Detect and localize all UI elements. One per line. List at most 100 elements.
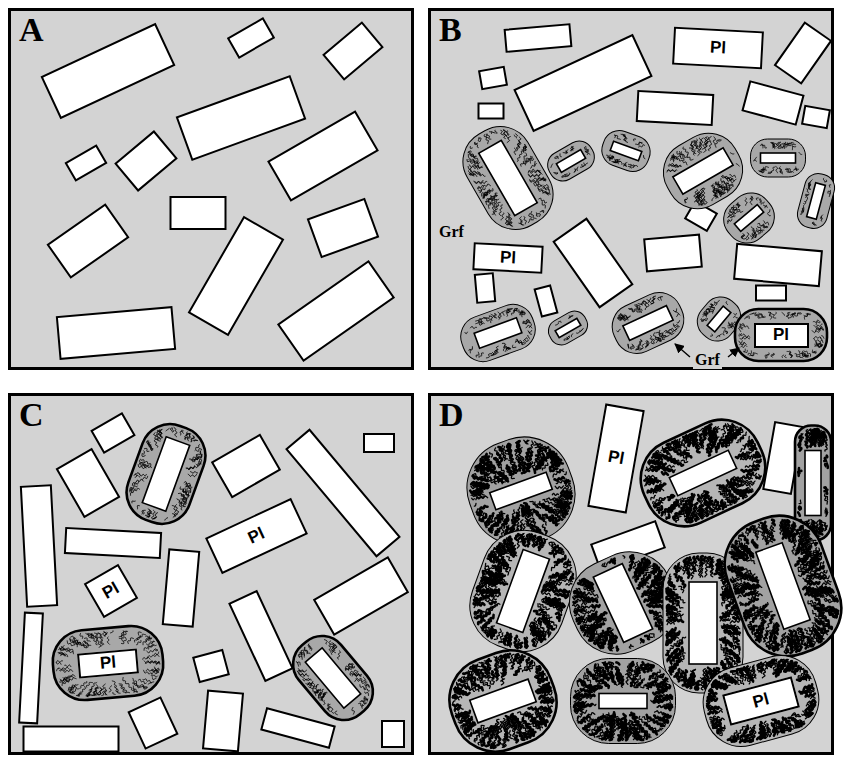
plagioclase-crystal (743, 81, 804, 124)
crystal-layer (451, 23, 837, 368)
granophyre-intergrowth (70, 692, 73, 693)
granophyre-intergrowth (618, 316, 622, 320)
leader-arrow (675, 344, 690, 357)
granophyre-intergrowth (196, 448, 201, 452)
granophyre-intergrowth (702, 317, 708, 324)
granophyre-intergrowth (493, 313, 497, 318)
plagioclase-crystal (554, 219, 633, 307)
granophyre-intergrowth (467, 155, 470, 159)
granophyre-intergrowth (356, 676, 362, 682)
granophyre-intergrowth (745, 317, 748, 319)
granophyre-intergrowth (757, 459, 761, 463)
granophyre-intergrowth (828, 191, 830, 194)
granophyre-intergrowth (522, 464, 531, 473)
granophyre-intergrowth (666, 505, 675, 512)
granophyre-intergrowth (805, 196, 808, 198)
granophyre-intergrowth (660, 296, 664, 300)
granophyre-intergrowth (771, 354, 774, 357)
panel-letter: A (19, 11, 44, 48)
granophyre-intergrowth (134, 636, 141, 642)
granophyre-intergrowth (466, 157, 474, 165)
panel-letter: B (439, 11, 462, 48)
granophyre-intergrowth (748, 351, 751, 355)
plagioclase-core (734, 205, 763, 232)
granophyre-intergrowth (488, 316, 492, 323)
granophyre-intergrowth (824, 456, 827, 461)
granophyre-rim (454, 424, 589, 559)
granophyre-intergrowth (567, 495, 572, 500)
granophyre-intergrowth (713, 303, 716, 306)
granophyre-intergrowth (133, 686, 137, 693)
granophyre-intergrowth (474, 142, 477, 145)
plagioclase-crystal (193, 650, 228, 682)
granophyre-intergrowth (710, 509, 714, 514)
granophyre-intergrowth (648, 457, 659, 466)
granophyre-intergrowth (478, 186, 486, 192)
granophyre-outline (454, 424, 589, 559)
granophyre-intergrowth (825, 491, 828, 494)
granophyre-intergrowth (804, 202, 806, 205)
granophyre-intergrowth (775, 143, 778, 147)
granophyre-intergrowth (740, 337, 750, 339)
granophyre-intergrowth (298, 669, 309, 680)
granophyre-intergrowth (489, 527, 493, 532)
granophyre-intergrowth (674, 441, 678, 445)
panel-box: DPlPl (428, 393, 834, 755)
granophyre-intergrowth (154, 652, 159, 655)
granophyre-intergrowth (90, 634, 97, 645)
granophyre-intergrowth (364, 691, 369, 696)
granophyre-rim (451, 115, 564, 241)
granophyre-intergrowth (758, 199, 761, 202)
granophyre-intergrowth (629, 307, 635, 313)
granophyre-intergrowth (105, 632, 107, 635)
granophyre-intergrowth (502, 342, 508, 351)
granophyre-intergrowth (526, 324, 533, 328)
mineral-label: Grf (693, 351, 722, 369)
granophyre-intergrowth (740, 343, 747, 345)
granophyre-intergrowth (644, 483, 648, 486)
granophyre-intergrowth (759, 313, 764, 317)
granophyre-outline (544, 307, 592, 350)
granophyre-rim (751, 139, 806, 177)
granophyre-intergrowth (695, 508, 702, 514)
granophyre-intergrowth (756, 197, 759, 200)
granophyre-intergrowth (312, 685, 318, 691)
plagioclase-crystal (21, 485, 57, 606)
plagioclase-crystal (203, 691, 243, 752)
granophyre-intergrowth (790, 352, 793, 357)
granophyre-intergrowth (802, 351, 808, 356)
granophyre-intergrowth (739, 327, 742, 330)
granophyre-intergrowth (184, 433, 189, 441)
granophyre-intergrowth (810, 438, 813, 446)
panel-illustration (11, 396, 411, 752)
granophyre-intergrowth (566, 150, 569, 153)
granophyre-intergrowth (667, 444, 674, 452)
granophyre-intergrowth (534, 510, 540, 518)
plagioclase-core (555, 318, 581, 337)
granophyre-intergrowth (147, 510, 152, 518)
granophyre-intergrowth (799, 507, 800, 510)
granophyre-intergrowth (659, 451, 668, 460)
granophyre-intergrowth (792, 146, 796, 149)
granophyre-rim (735, 309, 827, 361)
granophyre-intergrowth (653, 502, 660, 507)
granophyre-intergrowth (779, 169, 782, 174)
granophyre-outline (458, 518, 588, 663)
granophyre-intergrowth (634, 339, 645, 350)
granophyre-intergrowth (165, 517, 168, 521)
plagioclase-crystal (189, 217, 283, 335)
granophyre-intergrowth (571, 334, 574, 337)
granophyre-intergrowth (77, 639, 87, 648)
granophyre-intergrowth (494, 314, 497, 318)
granophyre-intergrowth (730, 152, 733, 156)
granophyre-intergrowth (635, 304, 641, 314)
plagioclase-crystal (364, 434, 394, 452)
granophyre-intergrowth (199, 450, 201, 454)
granophyre-intergrowth (629, 307, 635, 313)
granophyre-rim (597, 126, 654, 176)
granophyre-intergrowth (641, 301, 644, 304)
granophyre-intergrowth (59, 652, 66, 656)
granophyre-intergrowth (643, 156, 646, 159)
granophyre-intergrowth (798, 442, 800, 445)
granophyre-intergrowth (536, 463, 544, 469)
